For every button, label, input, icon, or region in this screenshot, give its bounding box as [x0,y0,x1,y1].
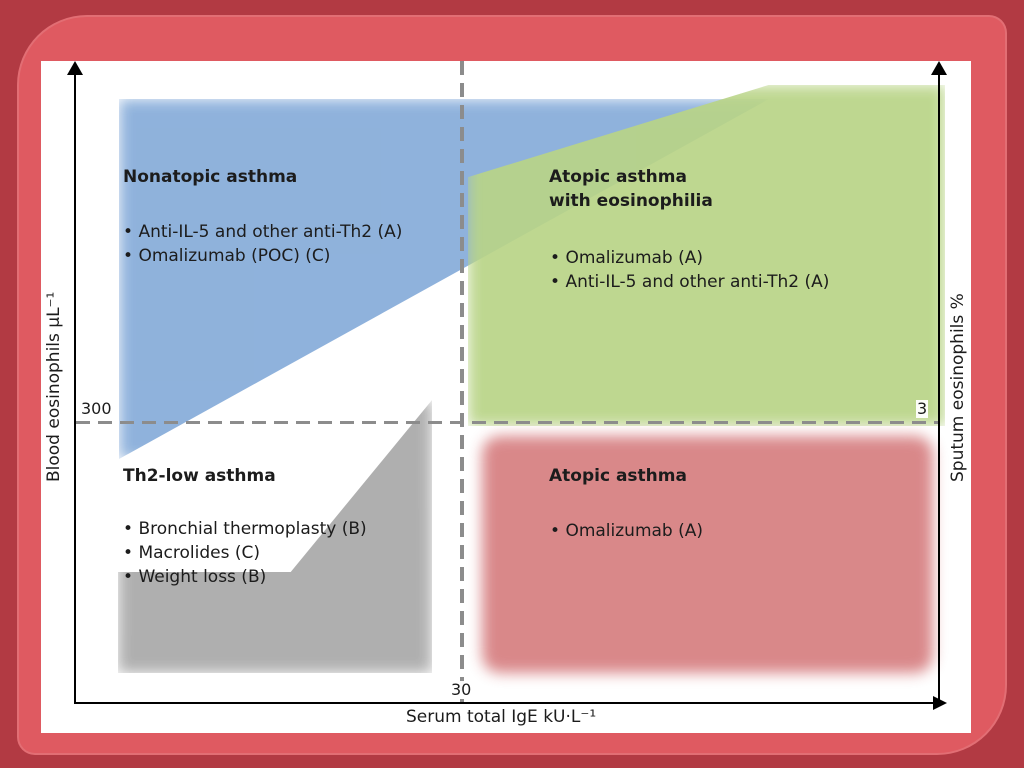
right-y-axis-label: Sputum eosinophils % [948,293,968,482]
left-threshold-label: 300 [80,399,113,418]
nonatopic-treatment-item: Anti-IL-5 and other anti-Th2 (A) [123,220,402,244]
x-threshold-label: 30 [450,680,473,699]
ige-threshold-line [460,61,464,702]
x-axis [74,702,940,704]
atopic-eosinophilia-treatment-item: Anti-IL-5 and other anti-Th2 (A) [550,270,829,294]
x-axis-label: Serum total IgE kU·L⁻¹ [406,707,597,727]
right-y-axis [938,70,940,702]
asthma-phenotype-diagram: Nonatopic asthma Anti-IL-5 and other ant… [41,61,971,733]
right-y-axis-arrow-icon [931,61,947,75]
th2-low-treatment-item: Bronchial thermoplasty (B) [123,517,366,541]
th2-low-treatment-item: Macrolides (C) [123,541,367,565]
atopic-treatment-item: Omalizumab (A) [550,519,703,543]
atopic-eosinophilia-title-line-1: Atopic asthma [549,167,687,187]
nonatopic-asthma-title: Nonatopic asthma [123,167,298,187]
atopic-eosinophilia-treatment-item: Omalizumab (A) [550,246,829,270]
atopic-asthma-title: Atopic asthma [549,466,687,486]
atopic-eosinophilia-title: Atopic asthma with eosinophilia [549,165,713,213]
th2-low-asthma-title: Th2-low asthma [123,466,276,486]
nonatopic-treatment-item: Omalizumab (POC) (C) [123,244,402,268]
x-axis-arrow-icon [933,696,947,710]
left-y-axis-arrow-icon [67,61,83,75]
atopic-asthma-treatments: Omalizumab (A) [550,519,703,543]
left-y-axis-label: Blood eosinophils μL⁻¹ [44,291,64,482]
eosinophil-threshold-line [76,421,940,424]
atopic-eosinophilia-treatments: Omalizumab (A) Anti-IL-5 and other anti-… [550,246,829,294]
atopic-eosinophilia-title-line-2: with eosinophilia [549,191,713,211]
th2-low-treatment-item: Weight loss (B) [123,565,367,589]
nonatopic-asthma-treatments: Anti-IL-5 and other anti-Th2 (A) Omalizu… [123,220,402,268]
left-y-axis [74,70,76,702]
th2-low-treatments: Bronchial thermoplasty (B) Macrolides (C… [123,517,367,589]
atopic-asthma-region [482,436,933,673]
right-threshold-label: 3 [916,399,929,418]
